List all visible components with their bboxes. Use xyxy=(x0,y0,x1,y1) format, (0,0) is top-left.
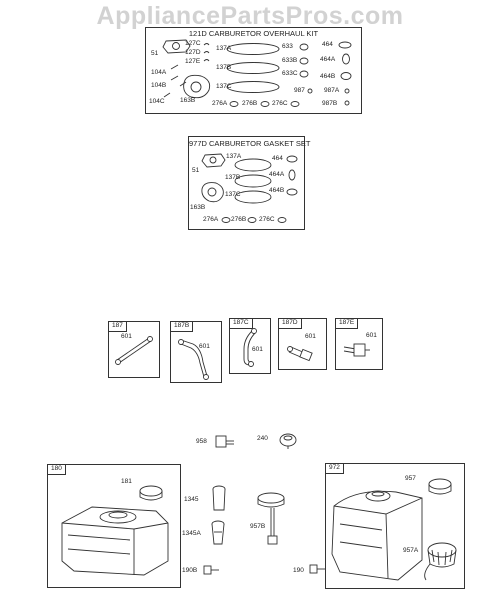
overhaul-label-137b: 137B xyxy=(216,64,232,71)
overhaul-label-137a: 137A xyxy=(216,45,232,52)
part-label-240: 240 xyxy=(257,435,268,442)
gasket-label-137a: 137A xyxy=(226,153,242,160)
fuel-line-tag-187: 187 xyxy=(109,322,127,332)
fuel-line-187-drawing xyxy=(115,336,153,365)
tank-972-label-957: 957 xyxy=(405,475,416,482)
gasket-label-276b: 276B xyxy=(231,216,247,223)
gasket-set-title: 977D CARBURETOR GASKET SET xyxy=(189,139,311,148)
overhaul-label-464: 464 xyxy=(322,41,333,48)
tank-180-panel: 180 181 xyxy=(47,464,181,588)
fuel-line-box-187d: 187D 601 xyxy=(278,318,327,370)
fuel-line-tag-187d: 187D xyxy=(279,319,302,329)
gasket-label-276a: 276A xyxy=(203,216,219,223)
overhaul-label-633b: 633B xyxy=(282,57,298,64)
gasket-label-163b: 163B xyxy=(190,204,206,211)
fuel-line-label-187: 601 xyxy=(121,333,132,340)
overhaul-label-163b: 163B xyxy=(180,97,196,104)
overhaul-kit-drawing xyxy=(162,39,352,107)
fuel-line-187d-drawing xyxy=(287,346,313,362)
overhaul-label-127c: 127C xyxy=(185,40,201,47)
tank-972-label-957a: 957A xyxy=(403,547,419,554)
overhaul-label-137c: 137C xyxy=(216,83,232,90)
overhaul-label-276a: 276A xyxy=(212,100,228,107)
overhaul-label-464a: 464A xyxy=(320,56,336,63)
fuel-line-tag-187c: 187C xyxy=(230,319,253,329)
screw-190b-drawing xyxy=(203,565,219,575)
overhaul-label-276c: 276C xyxy=(272,100,288,107)
gasket-label-137b: 137B xyxy=(225,174,241,181)
gasket-label-276c: 276C xyxy=(259,216,275,223)
overhaul-label-127d: 127D xyxy=(185,49,201,56)
overhaul-label-104b: 104B xyxy=(151,82,167,89)
filter-1345-drawing xyxy=(212,485,226,511)
gasket-label-51: 51 xyxy=(192,167,200,174)
gasket-label-464: 464 xyxy=(272,155,283,162)
part-label-1345a: 1345A xyxy=(182,530,201,537)
gasket-label-137c: 137C xyxy=(225,191,241,198)
fitting-958-drawing xyxy=(215,435,234,448)
gasket-set-drawing xyxy=(201,153,298,223)
fuel-line-label-187e: 601 xyxy=(366,332,377,339)
fuel-line-label-187d: 601 xyxy=(305,333,316,340)
fuel-line-box-187: 187 601 xyxy=(108,321,160,378)
tank-180-tag: 180 xyxy=(48,465,66,475)
valve-240-drawing xyxy=(279,433,297,449)
fuel-line-box-187e: 187E 601 xyxy=(335,318,383,370)
fuel-line-187c-drawing xyxy=(243,328,257,367)
fuel-line-box-187b: 187B 601 xyxy=(170,321,222,383)
overhaul-label-633c: 633C xyxy=(282,70,298,77)
cap-957b-drawing xyxy=(257,492,285,545)
overhaul-label-276b: 276B xyxy=(242,100,258,107)
part-label-958: 958 xyxy=(196,438,207,445)
gasket-set-panel: 977D CARBURETOR GASKET SET 51 137A 137B … xyxy=(188,136,311,230)
overhaul-label-987a: 987A xyxy=(324,87,340,94)
fuel-line-box-187c: 187C 601 xyxy=(229,318,271,374)
tank-180-drawing xyxy=(61,485,169,576)
gasket-label-464a: 464A xyxy=(269,171,285,178)
overhaul-label-104a: 104A xyxy=(151,69,167,76)
overhaul-label-464b: 464B xyxy=(320,73,336,80)
overhaul-label-633: 633 xyxy=(282,43,293,50)
part-label-1345: 1345 xyxy=(184,496,199,503)
tank-972-tag: 972 xyxy=(326,464,344,474)
part-label-190: 190 xyxy=(293,567,304,574)
fuel-line-tag-187b: 187B xyxy=(171,322,194,332)
gasket-label-464b: 464B xyxy=(269,187,285,194)
fuel-line-label-187b: 601 xyxy=(199,343,210,350)
screw-190-drawing xyxy=(309,564,325,574)
overhaul-label-51: 51 xyxy=(151,50,159,57)
overhaul-label-104c: 104C xyxy=(149,98,165,105)
fuel-line-187b-drawing xyxy=(178,339,209,380)
fuel-line-187e-drawing xyxy=(343,343,370,357)
filter-1345a-drawing xyxy=(211,520,225,545)
overhaul-kit-title: 121D CARBURETOR OVERHAUL KIT xyxy=(188,29,319,38)
fuel-line-label-187c: 601 xyxy=(252,346,263,353)
overhaul-kit-panel: 121D CARBURETOR OVERHAUL KIT 51 127C 127… xyxy=(145,27,362,114)
tank-972-drawing xyxy=(331,478,457,581)
part-label-957b: 957B xyxy=(250,523,266,530)
overhaul-label-127e: 127E xyxy=(185,58,201,65)
watermark: AppliancePartsPros.com xyxy=(96,2,404,30)
tank-180-label-181: 181 xyxy=(121,478,132,485)
fuel-line-tag-187e: 187E xyxy=(336,319,359,329)
overhaul-label-987: 987 xyxy=(294,87,305,94)
overhaul-label-987b: 987B xyxy=(322,100,338,107)
part-label-190b: 190B xyxy=(182,567,198,574)
tank-972-panel: 972 957 957A xyxy=(325,463,465,589)
